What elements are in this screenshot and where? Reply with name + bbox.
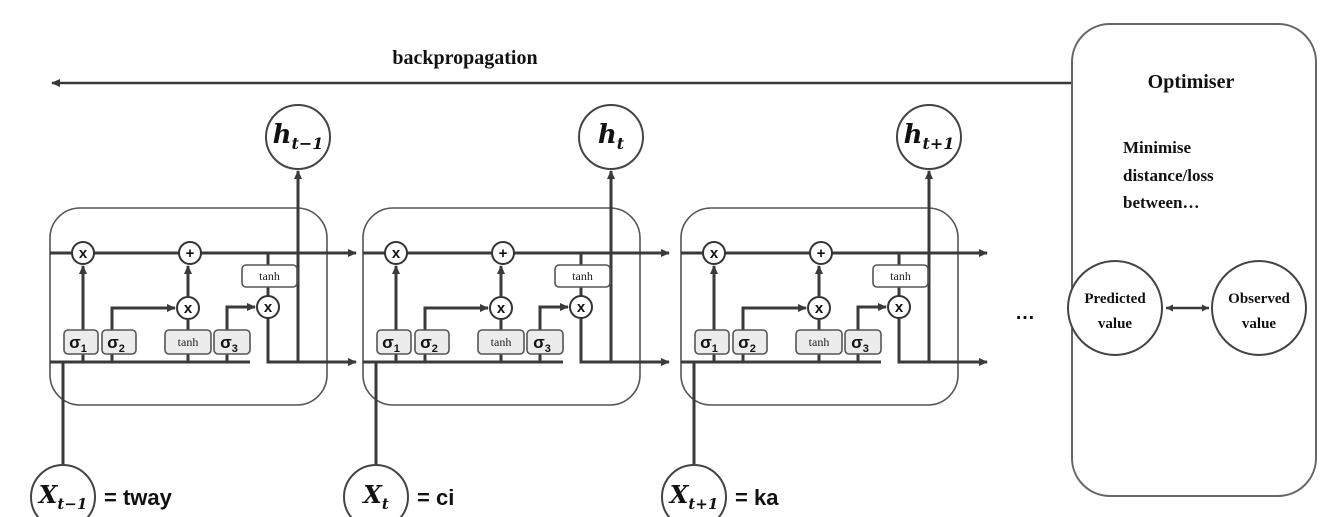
svg-text:tanh: tanh [890,269,911,283]
optimiser-panel: Optimiser Minimise distance/loss between… [1067,23,1317,497]
input-multiply-op: x [489,296,513,320]
svg-text:Predicted: Predicted [1084,291,1146,307]
output-gate-path [538,303,569,330]
input-node-1: Xt−1 [30,464,96,517]
optimiser-desc-line-2: distance/loss [1123,166,1214,185]
svg-text:σ2: σ2 [420,333,438,355]
svg-text:x: x [392,245,401,262]
svg-text:x: x [497,300,506,317]
svg-text:x: x [264,299,273,316]
svg-text:tanh: tanh [491,335,512,349]
svg-text:value: value [1242,316,1277,332]
sigma-3-gate: σ3 [844,329,882,355]
svg-text:σ3: σ3 [220,333,238,355]
output-gate-path [225,303,256,330]
input-node-3: Xt+1 [661,464,727,517]
sigma-1-gate: σ1 [376,329,412,355]
sigma-1-gate: σ1 [694,329,730,355]
svg-text:+: + [499,245,508,262]
svg-text:Xt+1: Xt+1 [668,480,719,513]
svg-text:Xt: Xt [361,480,389,513]
cell-add-op: + [178,241,202,265]
predicted-value-node: Predicted value [1067,260,1163,356]
hidden-output-line [266,318,357,366]
svg-text:x: x [577,299,586,316]
sigma-2-gate: σ2 [732,329,768,355]
hidden-output-line [897,318,988,366]
svg-text:tanh: tanh [259,269,280,283]
forget-multiply-op: x [71,241,95,265]
svg-text:ht+1: ht+1 [904,120,955,153]
tanh-candidate-gate: tanh [795,329,843,355]
tanh-candidate-gate: tanh [164,329,212,355]
optimiser-title: Optimiser [1148,71,1235,93]
svg-text:x: x [79,245,88,262]
input-value-label-2: = ci [417,485,454,510]
hidden-state-node-3: ht+1 [896,104,962,170]
sigma-2-gate: σ2 [414,329,450,355]
output-multiply-op: x [569,295,593,319]
svg-text:+: + [817,245,826,262]
svg-text:σ1: σ1 [382,333,400,355]
input-gate-path [110,304,176,330]
hidden-state-node-2: ht [578,104,644,170]
svg-text:x: x [710,245,719,262]
input-gate-path [423,304,489,330]
optimiser-desc-line-1: Minimise [1123,138,1191,157]
backpropagation-label: backpropagation [392,47,537,69]
svg-text:ht−1: ht−1 [273,120,324,153]
lstm-cell-3: x + x x σ1 σ2 tanh σ3 tanh ht+1Xt+1 = ka [661,104,988,517]
hidden-state-node-1: ht−1 [265,104,331,170]
observed-value-node: Observed value [1211,260,1307,356]
svg-text:σ1: σ1 [700,333,718,355]
tanh-candidate-gate: tanh [477,329,525,355]
svg-text:tanh: tanh [809,335,830,349]
cell-add-op: + [809,241,833,265]
svg-text:σ3: σ3 [533,333,551,355]
cell-add-op: + [491,241,515,265]
input-value-label-1: = tway [104,485,173,510]
svg-text:σ2: σ2 [107,333,125,355]
output-multiply-op: x [887,295,911,319]
backpropagation-arrow: backpropagation [51,47,1260,87]
input-multiply-op: x [807,296,831,320]
forget-multiply-op: x [384,241,408,265]
svg-text:Xt−1: Xt−1 [37,480,88,513]
input-gate-path [741,304,807,330]
optimiser-desc-line-3: between… [1123,193,1199,212]
input-node-2: Xt [343,464,409,517]
svg-text:σ2: σ2 [738,333,756,355]
continuation-ellipsis: … [1015,302,1035,324]
svg-text:value: value [1098,316,1133,332]
input-multiply-op: x [176,296,200,320]
svg-text:x: x [184,300,193,317]
svg-text:ht: ht [598,120,625,153]
tanh-output-box: tanh [872,264,929,288]
svg-text:σ1: σ1 [69,333,87,355]
output-gate-path [856,303,887,330]
svg-text:x: x [895,299,904,316]
input-value-label-3: = ka [735,485,779,510]
forget-multiply-op: x [702,241,726,265]
hidden-output-line [579,318,670,366]
svg-text:x: x [815,300,824,317]
sigma-3-gate: σ3 [213,329,251,355]
sigma-3-gate: σ3 [526,329,564,355]
svg-text:+: + [186,245,195,262]
tanh-output-box: tanh [241,264,298,288]
svg-text:σ3: σ3 [851,333,869,355]
svg-text:Observed: Observed [1228,291,1290,307]
svg-text:tanh: tanh [572,269,593,283]
lstm-cell-1: x + x x σ1 σ2 tanh σ3 tanh ht−1Xt−1 = tway [30,104,357,517]
tanh-output-box: tanh [554,264,611,288]
sigma-1-gate: σ1 [63,329,99,355]
sigma-2-gate: σ2 [101,329,137,355]
output-multiply-op: x [256,295,280,319]
svg-text:tanh: tanh [178,335,199,349]
